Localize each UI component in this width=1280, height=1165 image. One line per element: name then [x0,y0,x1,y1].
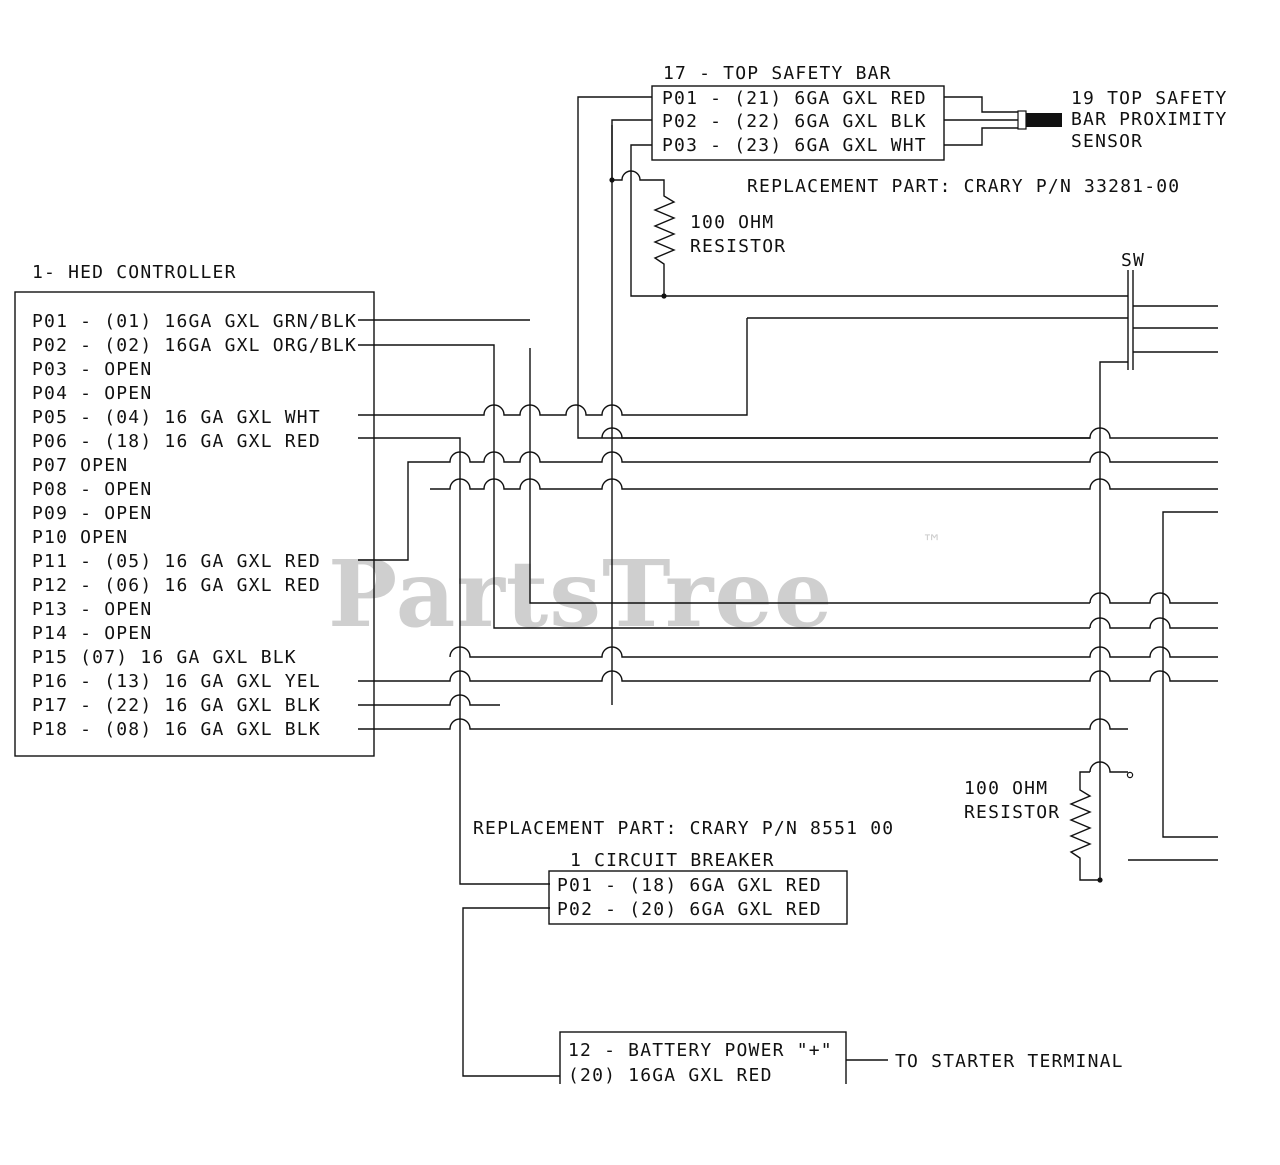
controller-pin-p09: P09 - OPEN [32,503,152,524]
controller-pin-p02: P02 - (02) 16GA GXL ORG/BLK [32,335,357,356]
top-safety-bar-title: 17 - TOP SAFETY BAR [663,63,892,84]
controller-pin-p14: P14 - OPEN [32,623,152,644]
circuit-breaker-replacement: REPLACEMENT PART: CRARY P/N 8551 00 [473,818,894,839]
controller-pin-p13: P13 - OPEN [32,599,152,620]
controller-box [14,291,375,757]
top-safety-bar-replacement: REPLACEMENT PART: CRARY P/N 33281-00 [747,176,1180,197]
resistor-top-line-1: 100 OHM [690,212,774,233]
watermark-trademark: ™ [922,530,942,554]
switch-block: SW [747,250,1218,880]
controller-pin-p05: P05 - (04) 16 GA GXL WHT [32,407,321,428]
circuit-breaker-title: 1 CIRCUIT BREAKER [570,850,775,871]
controller-pin-p17: P17 - (22) 16 GA GXL BLK [32,695,321,716]
proximity-sensor-line-1: 19 TOP SAFETY [1071,88,1227,109]
circuit-breaker-pin-2: P02 - (20) 6GA GXL RED [557,899,822,920]
circuit-breaker-box [548,870,848,925]
controller-pin-p04: P04 - OPEN [32,383,152,404]
controller-pin-p18: P18 - (08) 16 GA GXL BLK [32,719,321,740]
controller-pin-p15: P15 (07) 16 GA GXL BLK [32,647,297,668]
resistor-bottom-block: 100 OHM RESISTOR [964,761,1134,883]
battery-block: 12 - BATTERY POWER "+" (20) 16GA GXL RED… [559,1031,1124,1092]
controller-wiring [358,125,1218,885]
top-safety-bar-pin-1: P01 - (21) 6GA GXL RED [662,88,927,109]
controller-pin-p11: P11 - (05) 16 GA GXL RED [32,551,321,572]
controller-title: 1- HED CONTROLLER [32,262,237,283]
switch-label: SW [1121,250,1145,271]
controller-pin-p06: P06 - (18) 16 GA GXL RED [32,431,321,452]
top-safety-bar-pin-2: P02 - (22) 6GA GXL BLK [662,111,927,132]
sensor-plug-icon [1026,113,1062,127]
controller-pin-p10: P10 OPEN [32,527,128,548]
battery-destination: TO STARTER TERMINAL [895,1051,1124,1072]
resistor-top-zigzag [612,170,676,296]
proximity-sensor-line-3: SENSOR [1071,131,1143,152]
top-safety-bar-pin-3: P03 - (23) 6GA GXL WHT [662,135,927,156]
watermark-text: PartsTree [328,540,833,648]
resistor-bottom-line-2: RESISTOR [964,802,1060,823]
controller-pin-p16: P16 - (13) 16 GA GXL YEL [32,671,321,692]
top-safety-bar-block: 17 - TOP SAFETY BAR P01 - (21) 6GA GXL R… [651,63,1180,197]
controller-pin-p03: P03 - OPEN [32,359,152,380]
proximity-sensor-block: 19 TOP SAFETY BAR PROXIMITY SENSOR [944,88,1227,152]
proximity-sensor-line-2: BAR PROXIMITY [1071,109,1227,130]
controller-pin-p01: P01 - (01) 16GA GXL GRN/BLK [32,311,357,332]
resistor-bottom-zigzag [1069,771,1100,881]
controller-block: 1- HED CONTROLLER P01 - (01) 16GA GXL GR… [14,262,375,757]
controller-pin-p08: P08 - OPEN [32,479,152,500]
circuit-breaker-pin-1: P01 - (18) 6GA GXL RED [557,875,822,896]
top-safety-bar-box [651,85,945,161]
circuit-breaker-block: REPLACEMENT PART: CRARY P/N 8551 00 1 CI… [462,818,894,1077]
battery-line-1: 12 - BATTERY POWER "+" [568,1040,833,1061]
controller-pin-p12: P12 - (06) 16 GA GXL RED [32,575,321,596]
resistor-top-line-2: RESISTOR [690,236,786,257]
battery-line-2: (20) 16GA GXL RED [568,1065,773,1086]
controller-pin-p07: P07 OPEN [32,455,128,476]
resistor-bottom-line-1: 100 OHM [964,778,1048,799]
